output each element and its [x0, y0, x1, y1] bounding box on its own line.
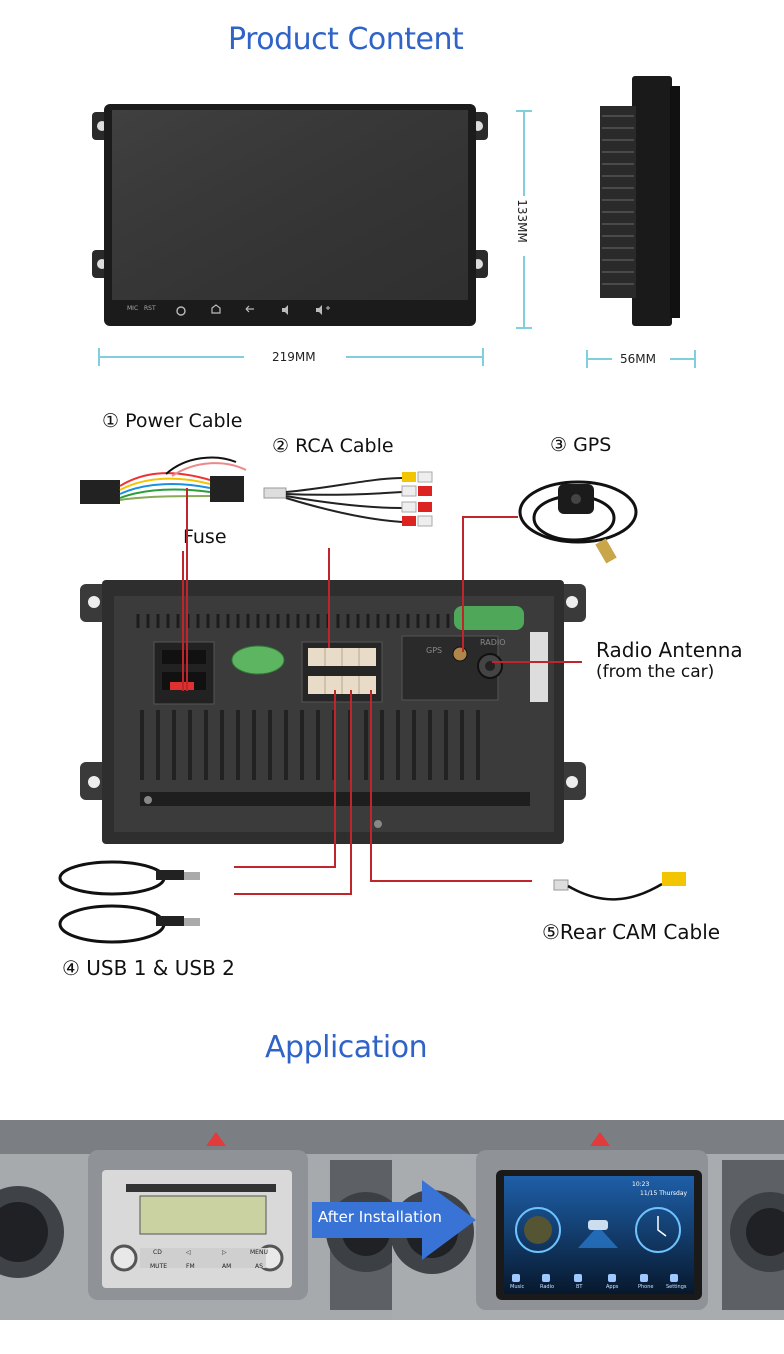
head-unit-side-image	[596, 76, 686, 328]
depth-dimension-cap-right	[694, 350, 696, 368]
usb-label: ④ USB 1 & USB 2	[62, 956, 235, 980]
new-screen-app-settings[interactable]: Settings	[666, 1284, 687, 1290]
new-screen-clock: 11/15 Thursday	[640, 1190, 688, 1197]
gps-callout-line-vertical	[462, 516, 464, 652]
width-dimension-cap-left	[98, 348, 100, 366]
new-screen-app-music[interactable]: Music	[510, 1284, 525, 1290]
depth-dimension-label: 56MM	[620, 352, 656, 366]
fuse-callout-line	[182, 551, 184, 691]
height-dimension-cap-top	[516, 110, 532, 112]
usb1-callout-line-vertical	[334, 690, 336, 866]
cam-callout-line-vertical	[370, 690, 372, 882]
width-dimension-label: 219MM	[272, 350, 316, 364]
mic-label: MIC	[127, 305, 139, 312]
usb2-callout-line-horizontal	[234, 893, 352, 895]
power-cable-image	[76, 450, 252, 526]
rca-cable-image	[262, 468, 438, 532]
old-radio-button-am: AM	[222, 1263, 232, 1270]
gps-port-label: GPS	[426, 646, 443, 655]
radio-antenna-note: (from the car)	[596, 662, 715, 682]
old-radio-button-mute: MUTE	[150, 1263, 168, 1270]
new-screen-app-radio[interactable]: Radio	[540, 1284, 555, 1290]
after-installation-label: After Installation	[318, 1208, 442, 1226]
section-title-product-content: Product Content	[228, 22, 464, 57]
height-dimension-label: 133MM	[514, 199, 529, 243]
rst-label: RST	[144, 305, 156, 312]
old-radio-button-menu: MENU	[250, 1249, 268, 1256]
old-radio-button-prev: ◁	[186, 1249, 191, 1256]
fuse-label: Fuse	[183, 526, 227, 548]
before-installation-photo	[0, 1120, 392, 1320]
usb1-callout-line-horizontal	[234, 866, 336, 868]
gps-antenna-image	[514, 472, 644, 568]
depth-dimension-cap-left	[586, 350, 588, 368]
antenna-callout-line	[492, 661, 582, 663]
gps-label: ③ GPS	[550, 434, 612, 456]
old-radio-button-cd: CD	[153, 1249, 162, 1256]
new-screen-status-time: 10:23	[632, 1181, 650, 1188]
width-dimension-cap-right	[482, 348, 484, 366]
radio-antenna-label: Radio Antenna	[596, 638, 743, 662]
rear-cam-label: ⑤Rear CAM Cable	[542, 920, 721, 944]
old-radio-button-as: AS	[255, 1263, 263, 1270]
after-installation-arrow	[312, 1180, 476, 1260]
new-screen-app-phone[interactable]: Phone	[638, 1284, 654, 1290]
rca-cable-label: ② RCA Cable	[272, 435, 394, 457]
usb-cables-image	[56, 856, 206, 948]
cam-callout-line-horizontal	[370, 880, 532, 882]
old-radio-button-fm: FM	[186, 1263, 195, 1270]
section-title-application: Application	[265, 1030, 428, 1065]
after-installation-photo	[392, 1120, 784, 1320]
new-screen-app-bt[interactable]: BT	[576, 1284, 583, 1290]
usb2-callout-line-vertical	[350, 690, 352, 894]
old-radio-button-next: ▷	[222, 1249, 227, 1256]
head-unit-front-image	[90, 100, 490, 332]
power-cable-label: ① Power Cable	[102, 410, 243, 432]
gps-callout-line-horizontal	[462, 516, 518, 518]
power-callout-line	[186, 488, 188, 691]
new-screen-app-apps[interactable]: Apps	[606, 1284, 619, 1290]
radio-port-label: RADIO	[480, 638, 506, 647]
height-dimension-cap-bottom	[516, 327, 532, 329]
rear-panel-image	[78, 576, 588, 854]
rear-cam-cable-image	[552, 866, 692, 906]
rca-callout-line	[328, 548, 330, 648]
